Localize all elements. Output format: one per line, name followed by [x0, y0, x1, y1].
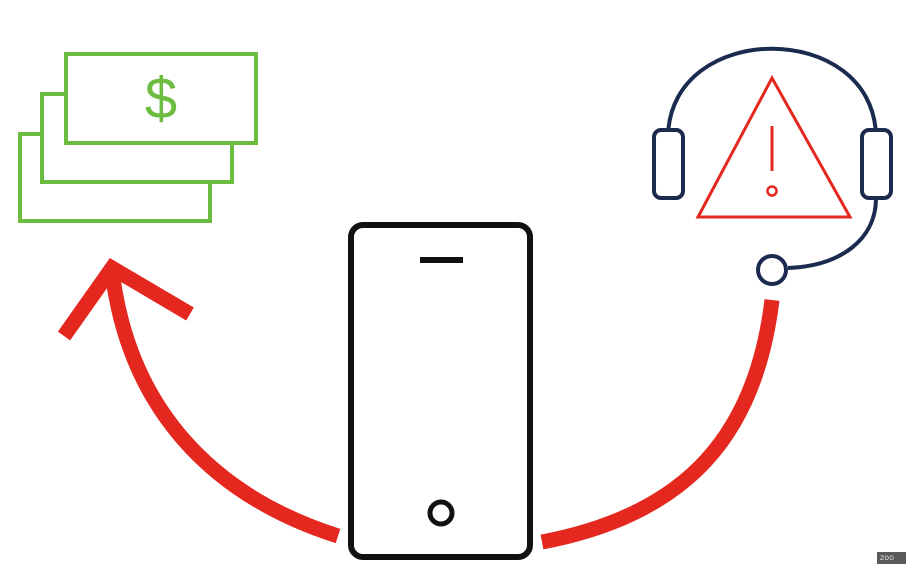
dollar-sign: $ — [145, 66, 177, 131]
left-ear-cup — [652, 128, 685, 200]
support-headset-warning-icon — [652, 46, 893, 286]
arrow-curve — [104, 269, 341, 544]
arrow-head — [57, 258, 194, 341]
microphone — [756, 254, 788, 286]
warning-exclamation-dot — [766, 185, 778, 197]
curved-arrow-to-money-icon — [57, 258, 341, 544]
corner-badge: zoo — [877, 552, 906, 564]
phone-home-button — [427, 499, 455, 527]
return-curve — [540, 299, 780, 550]
microphone-boom — [787, 197, 878, 270]
smartphone-icon — [348, 222, 533, 560]
bill-front — [64, 52, 258, 145]
bill-back — [18, 132, 212, 223]
warning-triangle-icon — [695, 74, 853, 219]
cash-stack-icon: $ — [18, 52, 258, 223]
phone-body — [348, 222, 533, 560]
curved-line-from-headset-icon — [540, 299, 780, 550]
headband — [666, 46, 878, 136]
right-ear-cup — [860, 128, 893, 200]
bill-middle — [40, 92, 234, 184]
